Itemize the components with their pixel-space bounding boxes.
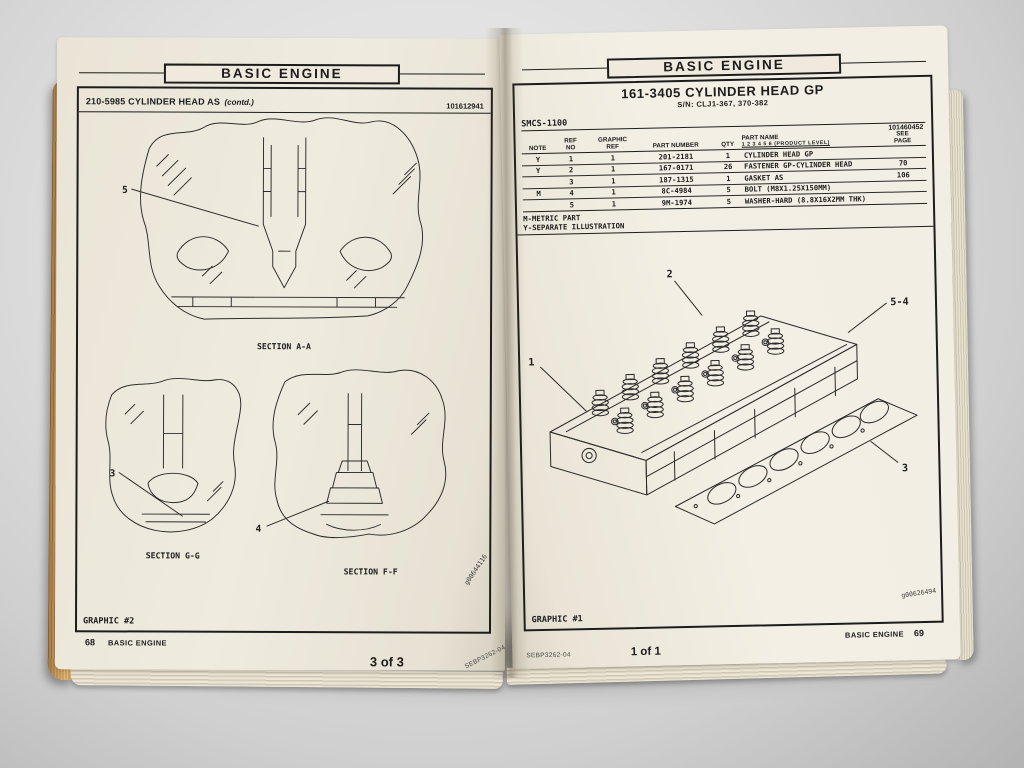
parts-table: NOTE REF NO GRAPHIC REF PART NUMBER QTY … — [521, 121, 927, 213]
right-header-title: BASIC ENGINE — [606, 53, 842, 79]
cell-part-name: CYLINDER HEAD GP — [743, 149, 814, 160]
left-header-title: BASIC ENGINE — [164, 63, 400, 85]
callout-5: 5 — [122, 185, 128, 196]
cylinder-head-isometric-drawing: 1 2 5-4 3 — [528, 269, 918, 525]
left-page: BASIC ENGINE 210-5985 CYLINDER HEAD AS (… — [54, 37, 508, 671]
cell-note: Y — [535, 166, 541, 176]
col-part-number: PART NUMBER — [652, 141, 699, 150]
cell-note — [523, 205, 555, 206]
cell-see-page — [881, 186, 927, 187]
callout-4: 4 — [255, 524, 261, 535]
cell-ref: 2 — [568, 165, 574, 175]
col-qty: QTY — [721, 140, 735, 148]
col-part-name: PART NAME 1 2 3 4 5 6 (PRODUCT LEVEL) — [741, 133, 879, 148]
section-f-label: SECTION F-F — [344, 566, 398, 576]
left-page-header: BASIC ENGINE — [78, 63, 485, 85]
left-part-title: 210-5985 CYLINDER HEAD AS — [85, 96, 221, 107]
cell-see-page — [880, 151, 926, 152]
cell-note — [522, 182, 554, 183]
section-f-drawing — [266, 369, 447, 539]
cell-graphic: 1 — [610, 164, 616, 174]
cell-note: Y — [535, 154, 541, 165]
cell-graphic: 1 — [611, 187, 616, 197]
cell-ref: 5 — [569, 200, 575, 210]
right-graphic-label: GRAPHIC #1 — [531, 614, 583, 626]
cell-part-number: 167-0171 — [658, 163, 694, 173]
cell-qty: 1 — [726, 173, 731, 184]
section-g-label: SECTION G-G — [146, 550, 200, 560]
right-content-box: 161-3405 CYLINDER HEAD GP S/N: CLJ1-367,… — [512, 74, 944, 632]
cell-qty: 26 — [723, 162, 733, 172]
right-footer-title: BASIC ENGINE — [844, 629, 905, 640]
cell-part-number: 187-1315 — [658, 174, 694, 185]
cell-part-number: 9M-1974 — [661, 197, 693, 208]
left-graphic-label: GRAPHIC #2 — [83, 616, 135, 627]
cell-note: M — [536, 189, 541, 199]
right-manual-code: SEBP3262-04 — [526, 651, 571, 660]
right-sheet-label: 1 of 1 — [630, 645, 661, 659]
section-a-label: SECTION A-A — [257, 341, 311, 351]
right-page: BASIC ENGINE 161-3405 CYLINDER HEAD GP S… — [499, 25, 961, 669]
cell-part-number: 201-2181 — [658, 151, 694, 162]
callout-1: 1 — [528, 357, 534, 368]
cell-part-name: FASTENER GP-CYLINDER HEAD — [744, 159, 853, 172]
table-number: 101460452 — [888, 123, 924, 132]
callout-5-4: 5-4 — [890, 297, 909, 308]
left-content-box: 210-5985 CYLINDER HEAD AS (contd.) 10161… — [74, 86, 493, 634]
cell-ref: 1 — [568, 154, 574, 164]
cell-graphic: 1 — [610, 153, 616, 163]
section-a-drawing — [131, 117, 424, 320]
right-page-number: 69 — [913, 628, 925, 639]
left-page-number: 68 — [84, 637, 95, 648]
col-graphic-line2: REF — [606, 142, 620, 151]
col-note: NOTE — [528, 144, 547, 152]
col-ref-no: REF NO — [554, 137, 588, 152]
product-level-line: 1 2 3 4 5 6 (PRODUCT LEVEL) — [741, 139, 830, 148]
cell-part-name: BOLT (M8X1.25X150MM) — [744, 183, 832, 195]
left-part-title-suffix: (contd.) — [224, 97, 254, 107]
cell-graphic: 1 — [611, 176, 616, 186]
cell-qty: 5 — [726, 185, 731, 195]
cell-ref: 3 — [569, 177, 574, 187]
cylinder-head-block — [549, 315, 858, 496]
left-footer-title: BASIC ENGINE — [107, 638, 167, 648]
cell-see-page — [881, 197, 927, 198]
left-manual-code: SEBP3262-04 — [463, 644, 507, 671]
cell-part-name: WASHER-HARD (8.8X16X2MM THK) — [744, 194, 867, 206]
section-g-drawing — [105, 378, 242, 533]
col-ref-line2: NO — [565, 143, 576, 152]
cell-qty: 5 — [726, 196, 732, 207]
cell-part-number: 8C-4984 — [661, 186, 692, 196]
col-graphic-ref: GRAPHIC REF — [588, 136, 638, 151]
cell-qty: 1 — [725, 150, 731, 161]
cell-graphic: 1 — [611, 199, 617, 209]
cell-part-name: GASKET AS — [744, 172, 784, 183]
cell-see-page: 106 — [896, 170, 910, 180]
parts-manual-book: BASIC ENGINE 210-5985 CYLINDER HEAD AS (… — [47, 20, 974, 696]
cross-section-drawings: SECTION A-A SECTION G-G SECTION F-F 5 3 … — [105, 117, 447, 577]
col-see-line2: PAGE — [893, 136, 912, 145]
right-page-footer: BASIC ENGINE 69 — [845, 628, 924, 640]
left-sheet-label: 3 of 3 — [369, 654, 404, 670]
callout-2: 2 — [666, 269, 672, 280]
callout-leader-lines — [540, 280, 899, 463]
head-gasket-drawing — [674, 398, 918, 525]
cell-ref: 4 — [569, 188, 574, 198]
callout-3-left: 3 — [110, 468, 116, 479]
right-page-code-line: SEBP3262-04 1 of 1 — [526, 646, 661, 661]
stacked-page-edges-bottom-left — [70, 668, 503, 689]
callout-3-right: 3 — [902, 463, 908, 474]
cell-see-page: 70 — [898, 158, 908, 168]
left-page-footer: 68 BASIC ENGINE — [85, 637, 167, 647]
